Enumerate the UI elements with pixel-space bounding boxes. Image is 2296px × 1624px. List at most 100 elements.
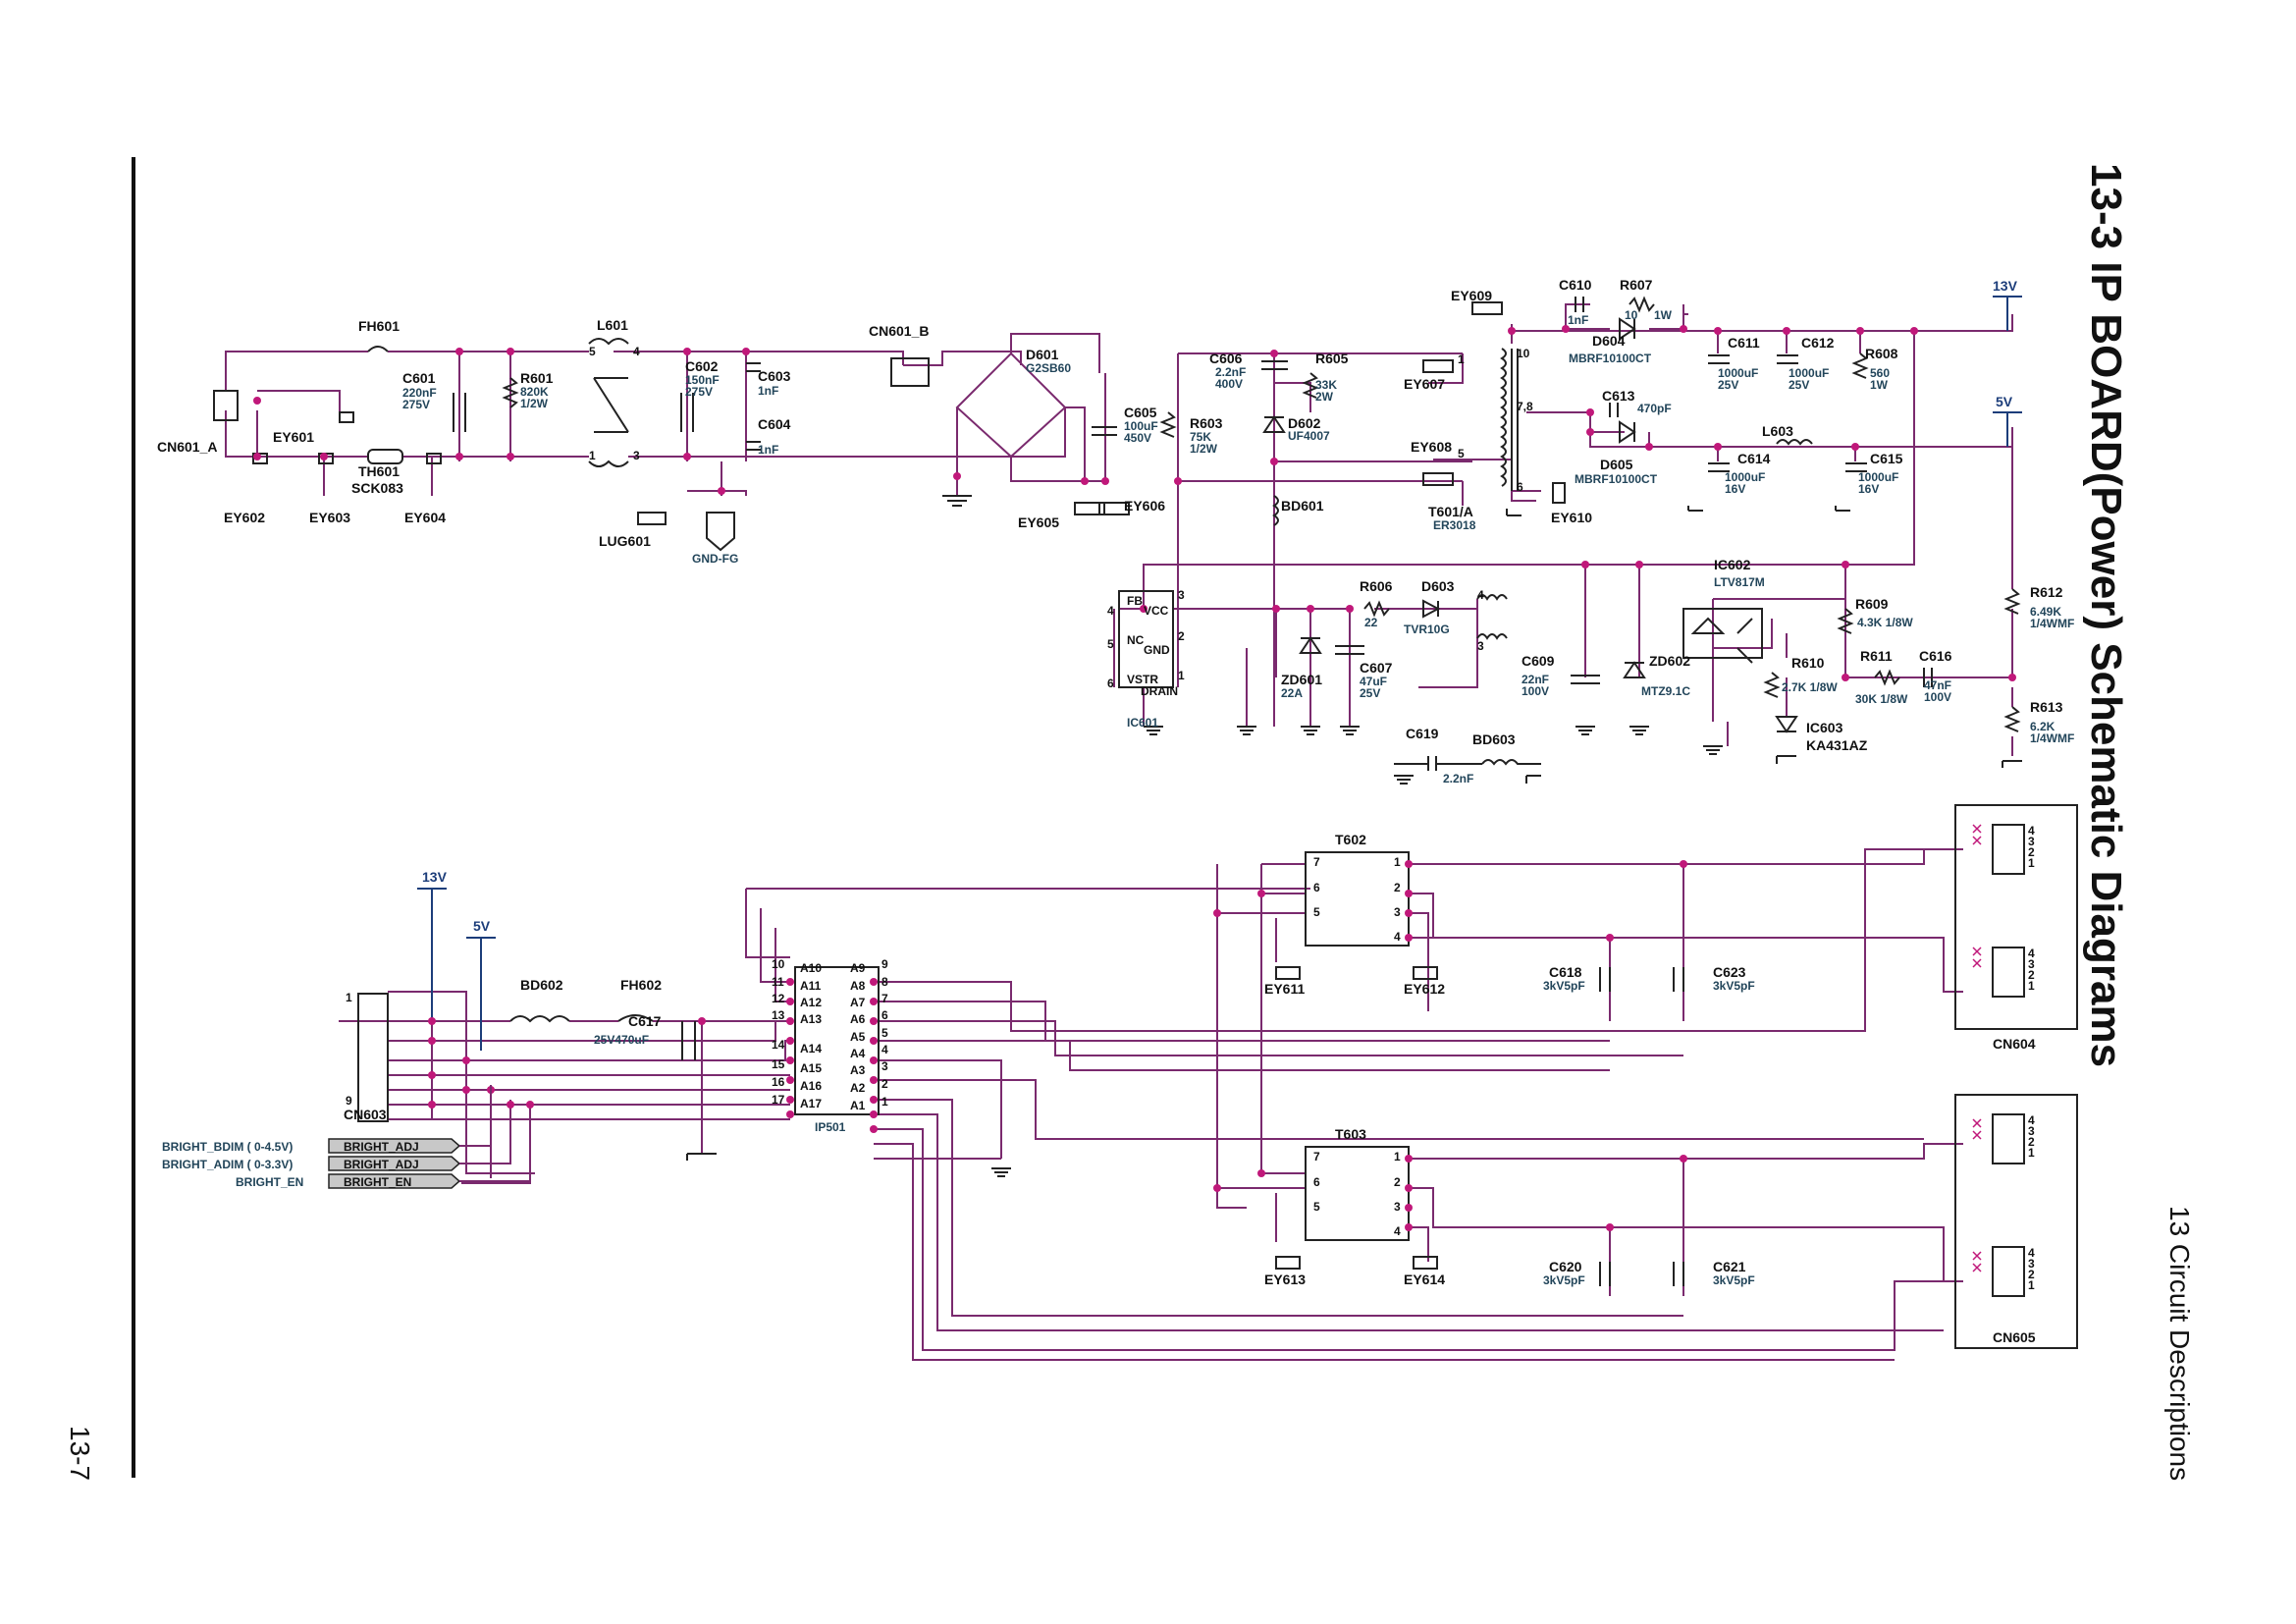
svg-text:4: 4: [1394, 1224, 1401, 1238]
label-c601: C601: [402, 370, 436, 386]
label-ey608: EY608: [1411, 439, 1452, 455]
value-c620: 3kV5pF: [1543, 1273, 1585, 1287]
ey613-box: [1275, 1256, 1301, 1270]
label-fh601: FH601: [358, 318, 400, 334]
label-fh602: FH602: [620, 977, 662, 993]
svg-text:5: 5: [1313, 905, 1320, 919]
value-c614-1: 1000uF: [1725, 470, 1765, 484]
label-ey606: EY606: [1124, 498, 1165, 514]
label-th601-value: SCK083: [351, 480, 403, 496]
value-c616-1: 47nF: [1924, 678, 1951, 692]
r608-zigzag: [1851, 352, 1869, 379]
label-bd603: BD603: [1472, 731, 1516, 747]
page-frame-line: [132, 157, 135, 1478]
bright-adj-tag-1-text: BRIGHT_ADJ: [344, 1140, 419, 1154]
label-cn603: CN603: [344, 1107, 387, 1122]
value-r613-2: 1/4WMF: [2030, 731, 2074, 745]
value-c605-1: 100uF: [1124, 419, 1158, 433]
label-th601: TH601: [358, 463, 400, 479]
t602-box: [1305, 851, 1410, 947]
value-r603-2: 1/2W: [1190, 442, 1218, 456]
value-r607-2: 1W: [1654, 308, 1673, 322]
label-d605: D605: [1600, 457, 1633, 472]
connector-pin-number: 1: [2028, 856, 2035, 870]
connector-pin-number: 2: [2028, 845, 2035, 859]
cn605-bottom-header: [1992, 1246, 2025, 1297]
gnd-16: [1835, 506, 1850, 512]
label-c621: C621: [1713, 1259, 1746, 1274]
c614-plates: [1708, 462, 1730, 472]
ey606-box: [1098, 502, 1130, 515]
bright-en-tag-text: BRIGHT_EN: [344, 1175, 411, 1189]
power-symbols: [417, 296, 2022, 1177]
value-r601-2: 1/2W: [520, 397, 549, 410]
gnd-13: [991, 1167, 1011, 1177]
value-c623: 3kV5pF: [1713, 979, 1755, 993]
svg-text:5: 5: [1458, 447, 1465, 460]
labels-controller: IC602 LTV817M R609 4.3K 1/8W R610 2.7K 1…: [1107, 557, 2074, 785]
svg-text:9: 9: [346, 1094, 352, 1108]
gnd-10: [2002, 760, 2022, 768]
label-r603: R603: [1190, 415, 1223, 431]
svg-text:5: 5: [1313, 1200, 1320, 1214]
ip501-right-pin-number: 7: [881, 992, 888, 1005]
value-r612-2: 1/4WMF: [2030, 617, 2074, 630]
ic601-pin-drain: DRAIN: [1141, 684, 1178, 698]
svg-text:7: 7: [1313, 1150, 1320, 1164]
gnd-12: [1525, 775, 1541, 784]
gnd-8: [1703, 745, 1723, 755]
label-r608: R608: [1865, 346, 1898, 361]
r613-zigzag: [2003, 706, 2021, 732]
label-d602: D602: [1288, 415, 1321, 431]
fh602-fuse: [617, 1014, 654, 1022]
label-ey609: EY609: [1451, 288, 1492, 303]
c616-plates: [1923, 668, 1933, 687]
ip501-left-pin-number: 11: [772, 975, 784, 989]
r609-zigzag: [1837, 608, 1854, 634]
cn601-b-box: [890, 357, 930, 387]
value-c607-1: 47uF: [1360, 675, 1387, 688]
c612-plates: [1777, 354, 1798, 364]
value-c607-2: 25V: [1360, 686, 1380, 700]
ip501-left-pin: A14: [800, 1042, 822, 1056]
ip501-left-pin-number: 14: [772, 1038, 785, 1052]
value-d605: MBRF10100CT: [1575, 472, 1658, 486]
label-net-5v-upper: 5V: [1996, 394, 2013, 409]
ey607-box: [1422, 359, 1454, 373]
value-d602: UF4007: [1288, 429, 1330, 443]
label-net-5v-lower: 5V: [473, 918, 491, 934]
label-ey611: EY611: [1264, 981, 1305, 997]
label-bd601: BD601: [1281, 498, 1324, 514]
label-c606: C606: [1209, 351, 1243, 366]
value-c605-2: 450V: [1124, 431, 1151, 445]
value-c601-2: 275V: [402, 398, 430, 411]
label-cn601-b: CN601_B: [869, 323, 929, 339]
ip501-left-pin-number: 15: [772, 1057, 785, 1071]
c613-plates: [1609, 403, 1619, 417]
svg-text:1: 1: [1394, 855, 1401, 869]
r605-zigzag: [1302, 372, 1319, 399]
ic603-shunt: [1775, 716, 1798, 733]
cn601-a-box: [213, 390, 239, 421]
label-c620: C620: [1549, 1259, 1582, 1274]
d603-diode: [1422, 599, 1441, 619]
value-r603-1: 75K: [1190, 430, 1211, 444]
svg-text:2: 2: [1178, 629, 1185, 643]
c619-plates: [1394, 756, 1482, 771]
label-r606: R606: [1360, 578, 1393, 594]
label-d601: D601: [1026, 347, 1059, 362]
svg-text:6: 6: [1107, 677, 1114, 690]
connector-pin-number: 1: [2028, 1278, 2035, 1292]
ip501-right-pin: A1: [850, 1099, 866, 1112]
ey601-box: [339, 411, 354, 423]
gnd-fg-symbol: [706, 512, 735, 552]
svg-text:3: 3: [1394, 905, 1401, 919]
svg-text:3: 3: [1394, 1200, 1401, 1214]
value-c612-2: 25V: [1789, 378, 1809, 392]
gnd-9: [1776, 755, 1796, 764]
bright-adim-label: BRIGHT_ADIM ( 0-3.3V): [162, 1158, 293, 1171]
value-c617: 25V470uF: [594, 1033, 649, 1047]
ey605-box: [1074, 502, 1105, 515]
label-ey607: EY607: [1404, 376, 1445, 392]
